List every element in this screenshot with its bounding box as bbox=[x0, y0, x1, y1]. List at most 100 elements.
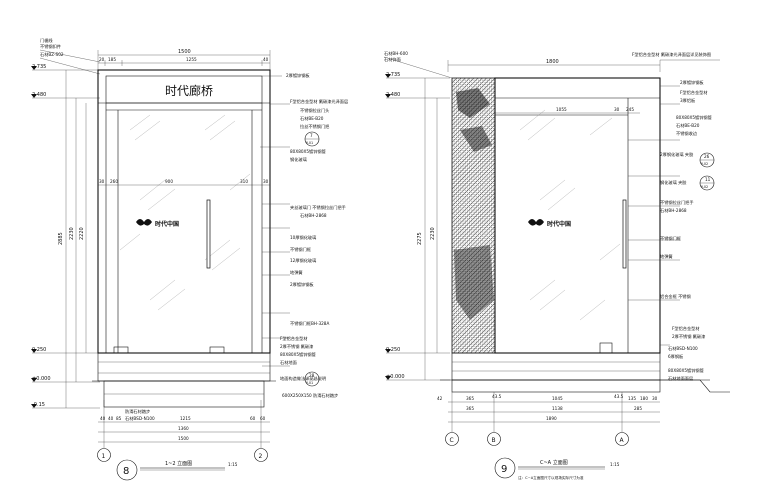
note-label: 地弹簧 bbox=[290, 269, 303, 276]
detail-bubble: 26 Y-02 bbox=[699, 152, 715, 168]
view-scale: 1:15 bbox=[228, 462, 238, 467]
elevation-marker bbox=[385, 94, 391, 98]
dimension-label: 365 bbox=[466, 406, 474, 411]
stone-blotch bbox=[460, 126, 492, 152]
detail-bubble: 7 Y-01 bbox=[304, 131, 320, 147]
dimension-label: 60 bbox=[250, 416, 256, 421]
note-label: 80X80X5镀锌钢管 bbox=[280, 351, 316, 358]
logo-text: 时代中国 bbox=[155, 220, 179, 228]
dimension-label: 43.5 bbox=[492, 394, 502, 399]
right-elevation: 2.735 2.480 0.250 ±0.000 石材BH-600 石材饰面 1… bbox=[383, 50, 730, 480]
note-label: F型铝合金型材 bbox=[680, 89, 708, 96]
dimension-label: 1500 bbox=[178, 49, 191, 55]
note-label: 10厚钢化玻璃 bbox=[290, 234, 316, 241]
note-label: 2厚不锈钢 氟碳漆 bbox=[672, 333, 705, 340]
elevation-label: ±0.000 bbox=[32, 376, 51, 382]
elevation-marker bbox=[31, 66, 37, 70]
dimension-label: 185 bbox=[108, 57, 116, 62]
note-label: 不锈钢收边 bbox=[676, 130, 698, 137]
note-label: 不锈钢扣件 bbox=[40, 43, 61, 50]
note-label: 石材BH-2868 bbox=[300, 212, 327, 219]
note-label: 石材BH-2868 bbox=[660, 207, 687, 214]
dimension-label: 310 bbox=[240, 179, 248, 184]
svg-text:Y-01: Y-01 bbox=[306, 381, 313, 385]
note-label: 80X80X5镀锌钢管 bbox=[668, 367, 704, 374]
note-label: 80X80X5镀锌钢管 bbox=[676, 114, 712, 121]
dimension-label: 260 bbox=[110, 179, 118, 184]
foundation bbox=[451, 379, 661, 393]
view-number: 8 bbox=[123, 466, 129, 477]
axis-bubble bbox=[487, 432, 501, 446]
svg-text:Y-02: Y-02 bbox=[701, 185, 708, 189]
dimension-label: 285 bbox=[634, 406, 642, 411]
dimension-label: 1045 bbox=[552, 396, 563, 401]
axis-label: 1 bbox=[102, 453, 106, 460]
note-label: 石材BSD-N100 bbox=[125, 415, 155, 422]
svg-text:Y-01: Y-01 bbox=[306, 141, 313, 145]
door-handle bbox=[206, 199, 211, 269]
dimension-label: 2885 bbox=[58, 232, 64, 245]
note-label: 地面构造做法详见总说明 bbox=[280, 375, 326, 382]
dimension-label: 1138 bbox=[552, 406, 563, 411]
svg-text:7: 7 bbox=[310, 133, 313, 138]
elevation-marker bbox=[31, 378, 37, 382]
dimension-label: 900 bbox=[165, 179, 173, 184]
stone-blotch bbox=[456, 88, 490, 118]
axis-bubble bbox=[254, 448, 268, 462]
dimension-label: 1255 bbox=[186, 57, 197, 62]
step-base bbox=[451, 352, 661, 381]
note-label: 防滑石材踏步 bbox=[125, 408, 150, 415]
note-label: 门楣线 bbox=[40, 37, 53, 44]
svg-text:28: 28 bbox=[309, 373, 315, 378]
dimension-label: 30 bbox=[263, 179, 269, 184]
step-base bbox=[97, 352, 271, 382]
elevation-label: 2.480 bbox=[386, 92, 400, 98]
view-scale: 1:15 bbox=[610, 462, 620, 467]
view-number: 9 bbox=[501, 464, 507, 475]
note-label: 12厚钢化玻璃 bbox=[290, 257, 316, 264]
right-notes: F型铝合金型材 氟碳漆光泽面层详见装饰图 2厚镀锌钢板 F型铝合金型材 3厚铝板… bbox=[628, 51, 720, 382]
view-title: 1~2 立面图 bbox=[165, 460, 192, 467]
logo: 时代中国 bbox=[136, 219, 179, 228]
door-frame bbox=[97, 69, 271, 354]
note-label: 夹丝玻璃门 不锈钢拉丝门把手 bbox=[290, 204, 346, 211]
note-label: 80X80X5镀锌钢管 bbox=[290, 148, 326, 155]
view-title: C~A 立面图 bbox=[540, 459, 568, 466]
dimension-label: 1055 bbox=[556, 107, 567, 112]
svg-text:11: 11 bbox=[705, 177, 711, 182]
dimension-label: 135 bbox=[628, 396, 636, 401]
note-label: F型铝合金型材 bbox=[280, 335, 308, 342]
dimension-label: 365 bbox=[466, 396, 474, 401]
note-label: 不锈钢门框 bbox=[660, 235, 682, 242]
view-number-circle bbox=[494, 457, 516, 479]
elevation-label: 2.735 bbox=[386, 72, 400, 78]
dimension-label: 85 bbox=[116, 416, 122, 421]
note-label: 2厚镀锌钢板 bbox=[290, 281, 314, 288]
note-label: 不锈钢门框 bbox=[290, 246, 312, 253]
note-label: 地弹簧 bbox=[660, 253, 673, 260]
dimension-label: 30 bbox=[99, 179, 105, 184]
axis-label: C bbox=[450, 437, 454, 444]
dimension-label: 60 bbox=[260, 416, 266, 421]
detail-bubble: 28 Y-01 bbox=[304, 371, 320, 387]
elevation-label: 2.480 bbox=[32, 92, 46, 98]
elevation-label: 2.735 bbox=[32, 64, 46, 70]
kick-plate bbox=[209, 346, 225, 354]
kick-plate bbox=[599, 342, 613, 354]
detail-bubble: 11 Y-02 bbox=[699, 175, 715, 191]
note-label: 钢化玻璃 夹胶 bbox=[660, 179, 686, 186]
note-label: 石材地面 bbox=[280, 359, 297, 366]
glass-pattern bbox=[119, 114, 251, 311]
dimension-label: 180 bbox=[640, 396, 648, 401]
dimension-label: 1800 bbox=[546, 59, 559, 65]
note-label: 石材BE-B20 bbox=[676, 122, 700, 129]
dimension-label: 1360 bbox=[178, 426, 189, 431]
note-label: 石材BSD-N100 bbox=[668, 345, 698, 352]
note-label: 2厚镀锌钢板 bbox=[286, 72, 310, 79]
dimension-label: 2220 bbox=[79, 227, 85, 240]
note-label: 石材BZ-S02 bbox=[40, 51, 64, 58]
elevation-marker bbox=[385, 74, 391, 78]
axis-label: 2 bbox=[259, 453, 263, 460]
dimension-label: 40 bbox=[263, 57, 269, 62]
